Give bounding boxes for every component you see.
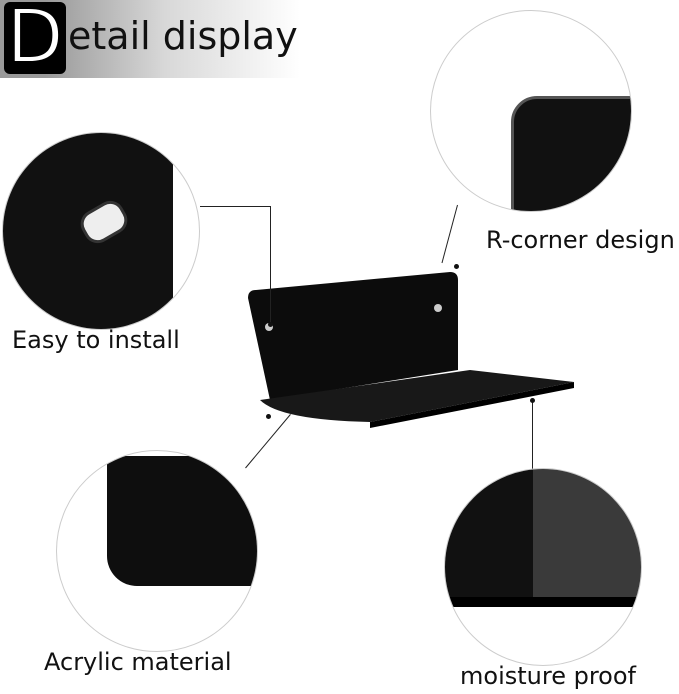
detail-circle-moisture	[444, 468, 642, 666]
feature-label: moisture proof	[460, 662, 636, 690]
header-initial: D	[6, 0, 65, 81]
detail-circle-material	[56, 450, 258, 652]
detail-circle-install	[2, 132, 200, 330]
initial-box	[4, 2, 66, 74]
feature-label: R-corner design	[486, 226, 675, 254]
feature-label: Easy to install	[12, 326, 180, 354]
header-banner: D etail display	[0, 0, 300, 81]
acrylic-shelf-image	[248, 272, 574, 428]
header-title: etail display	[68, 14, 298, 58]
feature-label: Acrylic material	[44, 648, 232, 676]
detail-circle-corner	[430, 10, 632, 212]
